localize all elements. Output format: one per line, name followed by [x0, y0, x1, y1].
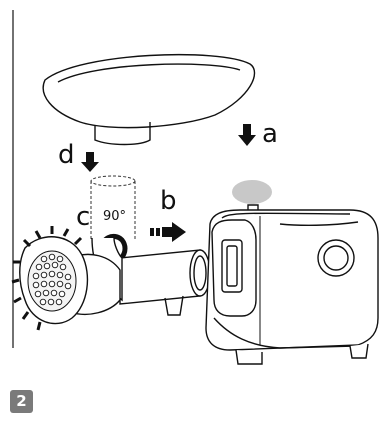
- arrow-d: [81, 152, 99, 172]
- tray-dashed-outline: [91, 176, 135, 240]
- arrow-b: [150, 222, 186, 242]
- label-c: c: [76, 204, 90, 230]
- label-d: d: [58, 142, 75, 168]
- step-number-badge: 2: [10, 390, 33, 413]
- arrow-a: [238, 124, 256, 146]
- label-b: b: [160, 188, 177, 214]
- feeding-tray: [43, 55, 254, 145]
- label-a: a: [262, 121, 278, 147]
- grinding-head: [70, 238, 210, 315]
- angle-label: 90°: [103, 210, 126, 223]
- motor-housing: [206, 180, 378, 364]
- cutting-plate: [12, 226, 87, 330]
